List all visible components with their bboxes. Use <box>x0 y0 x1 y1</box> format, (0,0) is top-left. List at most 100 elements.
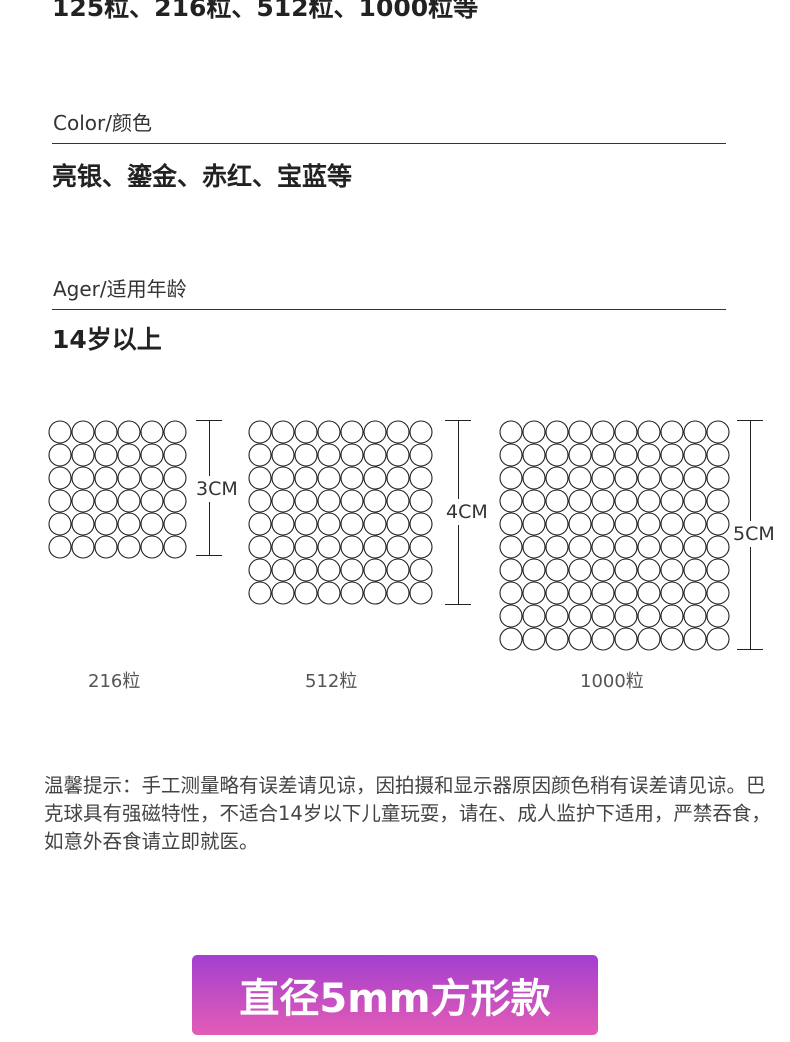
magnet-ball <box>706 581 730 605</box>
magnet-ball <box>683 420 707 444</box>
magnet-ball <box>363 512 387 536</box>
magnet-ball <box>660 627 684 651</box>
magnet-ball <box>71 512 95 536</box>
magnet-ball <box>317 420 341 444</box>
color-value: 亮银、鎏金、赤红、宝蓝等 <box>52 162 353 191</box>
magnet-ball-grid <box>499 420 730 651</box>
magnet-ball <box>706 604 730 628</box>
magnet-ball <box>340 558 364 582</box>
magnet-ball <box>271 420 295 444</box>
magnet-ball <box>499 489 523 513</box>
magnet-ball <box>660 512 684 536</box>
magnet-ball <box>706 443 730 467</box>
magnet-ball <box>386 420 410 444</box>
dimension-tick <box>445 604 471 605</box>
magnet-ball <box>386 581 410 605</box>
magnet-ball <box>271 443 295 467</box>
magnet-ball <box>591 420 615 444</box>
magnet-ball <box>317 489 341 513</box>
magnet-ball <box>117 535 141 559</box>
magnet-ball <box>683 535 707 559</box>
magnet-ball <box>248 581 272 605</box>
magnet-ball <box>363 535 387 559</box>
magnet-ball <box>568 581 592 605</box>
magnet-ball <box>409 489 433 513</box>
magnet-ball <box>591 535 615 559</box>
magnet-ball <box>683 627 707 651</box>
magnet-ball <box>317 512 341 536</box>
magnet-ball <box>637 512 661 536</box>
magnet-ball <box>317 466 341 490</box>
magnet-ball <box>545 558 569 582</box>
magnet-ball <box>568 627 592 651</box>
magnet-ball <box>591 627 615 651</box>
divider <box>52 309 726 310</box>
magnet-ball <box>340 466 364 490</box>
dimension-label: 3CM <box>196 476 238 502</box>
magnet-ball <box>363 443 387 467</box>
magnet-ball <box>568 512 592 536</box>
product-variant-button[interactable]: 直径5mm方形款 <box>192 955 598 1035</box>
magnet-ball <box>340 535 364 559</box>
magnet-ball <box>409 558 433 582</box>
magnet-ball <box>683 466 707 490</box>
magnet-ball <box>683 512 707 536</box>
magnet-ball <box>271 512 295 536</box>
magnet-ball <box>140 420 164 444</box>
magnet-ball <box>248 512 272 536</box>
magnet-ball <box>386 512 410 536</box>
magnet-ball <box>660 466 684 490</box>
magnet-ball <box>409 581 433 605</box>
magnet-ball <box>522 535 546 559</box>
magnet-ball <box>614 420 638 444</box>
magnet-ball <box>683 489 707 513</box>
magnet-ball <box>71 420 95 444</box>
magnet-ball <box>117 489 141 513</box>
magnet-ball <box>117 443 141 467</box>
magnet-ball <box>386 466 410 490</box>
magnet-ball <box>163 489 187 513</box>
warning-note: 温馨提示：手工测量略有误差请见谅，因拍摄和显示器原因颜色稍有误差请见谅。巴克球具… <box>44 774 771 853</box>
magnet-ball <box>271 489 295 513</box>
magnet-ball <box>614 535 638 559</box>
magnet-ball <box>499 535 523 559</box>
magnet-ball <box>660 604 684 628</box>
magnet-ball <box>409 420 433 444</box>
magnet-ball <box>637 466 661 490</box>
magnet-ball <box>294 512 318 536</box>
magnet-ball <box>706 627 730 651</box>
magnet-ball <box>248 420 272 444</box>
magnet-ball <box>614 627 638 651</box>
grid-caption: 216粒 <box>88 671 141 692</box>
magnet-ball <box>163 420 187 444</box>
magnet-ball <box>499 604 523 628</box>
magnet-ball <box>294 489 318 513</box>
magnet-ball <box>568 443 592 467</box>
dimension-tick <box>737 649 763 650</box>
magnet-ball <box>660 489 684 513</box>
magnet-ball <box>568 489 592 513</box>
magnet-ball <box>499 443 523 467</box>
magnet-ball <box>48 489 72 513</box>
magnet-ball <box>637 489 661 513</box>
magnet-ball <box>71 466 95 490</box>
magnet-ball <box>163 466 187 490</box>
magnet-ball <box>499 466 523 490</box>
magnet-ball <box>94 512 118 536</box>
magnet-ball <box>317 558 341 582</box>
magnet-ball <box>591 512 615 536</box>
magnet-ball <box>522 420 546 444</box>
magnet-ball <box>522 627 546 651</box>
magnet-ball <box>545 443 569 467</box>
divider <box>52 143 726 144</box>
color-label: Color/颜色 <box>53 111 152 135</box>
magnet-ball <box>294 443 318 467</box>
magnet-ball <box>591 466 615 490</box>
magnet-ball <box>248 466 272 490</box>
magnet-ball <box>340 512 364 536</box>
magnet-ball <box>614 489 638 513</box>
magnet-ball <box>499 627 523 651</box>
magnet-ball <box>48 420 72 444</box>
grid-caption: 512粒 <box>305 671 358 692</box>
age-value: 14岁以上 <box>52 325 162 354</box>
